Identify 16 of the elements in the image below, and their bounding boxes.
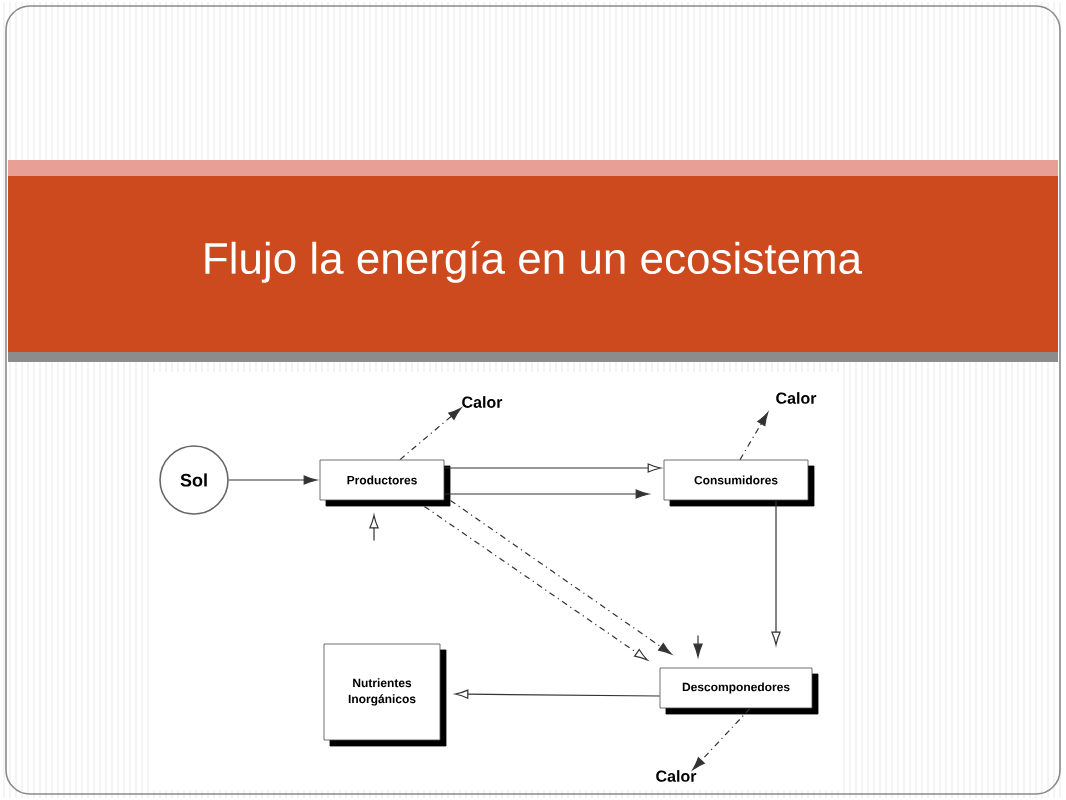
arrow [228, 475, 318, 485]
arrow [449, 499, 672, 655]
slide-title: Flujo la energía en un ecosistema [205, 241, 863, 283]
arrow [692, 707, 751, 771]
heat-label: Calor [462, 396, 503, 408]
arrow [443, 463, 662, 473]
arrow [423, 505, 648, 661]
arrow [443, 489, 650, 499]
arrow [369, 514, 379, 541]
heat-label: Calor [656, 770, 697, 782]
arrow [454, 689, 661, 699]
arrow [739, 412, 769, 461]
arrow [771, 499, 781, 646]
arrow [693, 635, 703, 658]
arrow [399, 407, 462, 461]
heat-label: Calor [776, 392, 817, 404]
